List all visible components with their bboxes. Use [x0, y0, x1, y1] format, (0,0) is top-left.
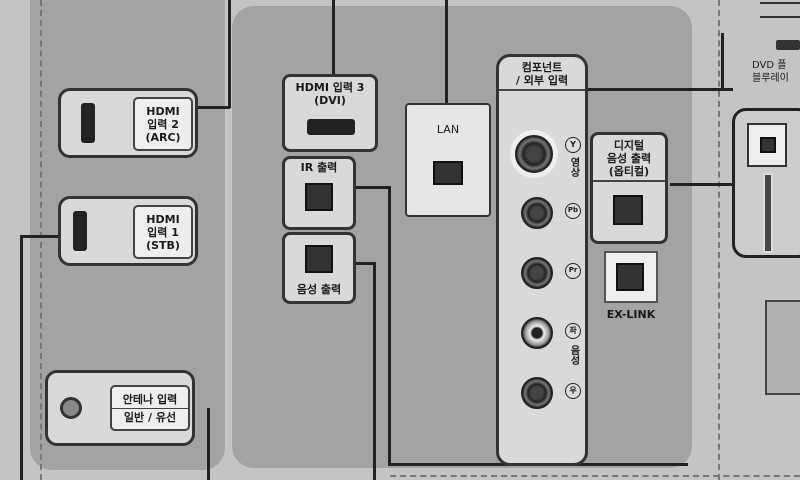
- connector-line: [207, 408, 210, 480]
- hdmi-connector-icon: [81, 103, 95, 143]
- connector-line: [583, 88, 733, 91]
- optical-jack-icon: [613, 195, 643, 225]
- label: (옵티컬): [593, 165, 665, 182]
- optical-cable-icon: [763, 173, 773, 253]
- label-pr: Pr: [565, 263, 581, 279]
- jack-pr: [521, 257, 553, 289]
- component-input-port: 컴포넌트 / 외부 입력 Y 영상 Pb Pr 좌 음성 우: [496, 54, 588, 466]
- dashed-border-bottom: [390, 475, 800, 477]
- bluray-label: 블루레이: [752, 73, 789, 84]
- digital-audio-output-port: 디지털 음성 출력 (옵티컬): [590, 132, 668, 244]
- audio-output-port: 음성 출력: [282, 232, 356, 304]
- jack-icon: [616, 263, 644, 291]
- label: LAN: [436, 123, 460, 136]
- label: (ARC): [145, 131, 181, 144]
- label: 음성 출력: [296, 283, 342, 296]
- connector-line: [332, 0, 335, 75]
- video-label: 영상: [568, 157, 579, 177]
- label: 일반 / 유선: [112, 408, 188, 424]
- label-left: 좌: [565, 323, 581, 339]
- label-pb: Pb: [565, 203, 581, 219]
- dashed-border-left: [40, 0, 42, 480]
- jack-audio-right: [521, 377, 553, 409]
- cable-icon: [760, 2, 800, 18]
- hdmi-connector-icon: [73, 211, 87, 251]
- dvd-label: DVD 플: [752, 60, 787, 71]
- label: (STB): [146, 239, 180, 252]
- dvd-player-icon: [776, 40, 800, 50]
- exlink-port: [604, 251, 658, 303]
- jack-pb: [521, 197, 553, 229]
- label: (DVI): [314, 94, 346, 107]
- audio-label: 음성: [568, 345, 579, 365]
- label: HDMI: [146, 213, 180, 226]
- connector-line: [350, 186, 390, 189]
- hdmi-input-3-port: HDMI 입력 3 (DVI): [282, 74, 378, 152]
- hdmi-input-2-port: HDMI 입력 2 (ARC): [58, 88, 198, 158]
- label: 음성 출력: [606, 152, 652, 165]
- label: 입력 1: [147, 226, 179, 239]
- label: 컴포넌트: [521, 61, 563, 74]
- jack-y: [515, 135, 553, 173]
- connector-line: [445, 0, 448, 103]
- jack-icon: [305, 183, 333, 211]
- connector-line: [228, 0, 231, 108]
- ethernet-jack-icon: [433, 161, 463, 185]
- label: HDMI 입력 3: [295, 81, 365, 94]
- connector-line: [373, 262, 376, 480]
- label: 입력 2: [147, 118, 179, 131]
- coax-connector-icon: [60, 397, 82, 419]
- audio-device-box: [732, 108, 800, 258]
- connector-line: [388, 186, 391, 466]
- connector-line: [190, 106, 230, 109]
- optical-jack-icon: [760, 137, 776, 153]
- label: / 외부 입력: [499, 74, 585, 91]
- hdmi-input-1-port: HDMI 입력 1 (STB): [58, 196, 198, 266]
- label-y: Y: [565, 137, 581, 153]
- hdmi-connector-icon: [307, 119, 355, 135]
- dashed-border-right: [718, 0, 720, 480]
- exlink-label: EX-LINK: [606, 308, 656, 321]
- jack-audio-left: [521, 317, 553, 349]
- speaker-device-icon: [765, 300, 800, 395]
- label: 디지털: [613, 139, 645, 152]
- label: HDMI: [146, 105, 180, 118]
- connector-line: [670, 183, 740, 186]
- ir-output-port: IR 출력: [282, 156, 356, 230]
- lan-port: LAN: [405, 103, 491, 217]
- label: IR 출력: [300, 161, 338, 174]
- antenna-input-port: 안테나 입력 일반 / 유선: [45, 370, 195, 446]
- jack-icon: [305, 245, 333, 273]
- label-right: 우: [565, 383, 581, 399]
- connector-line: [350, 262, 375, 265]
- connector-line: [721, 33, 724, 91]
- connector-line: [20, 235, 23, 480]
- connector-line: [20, 235, 60, 238]
- label: 안테나 입력: [122, 393, 178, 406]
